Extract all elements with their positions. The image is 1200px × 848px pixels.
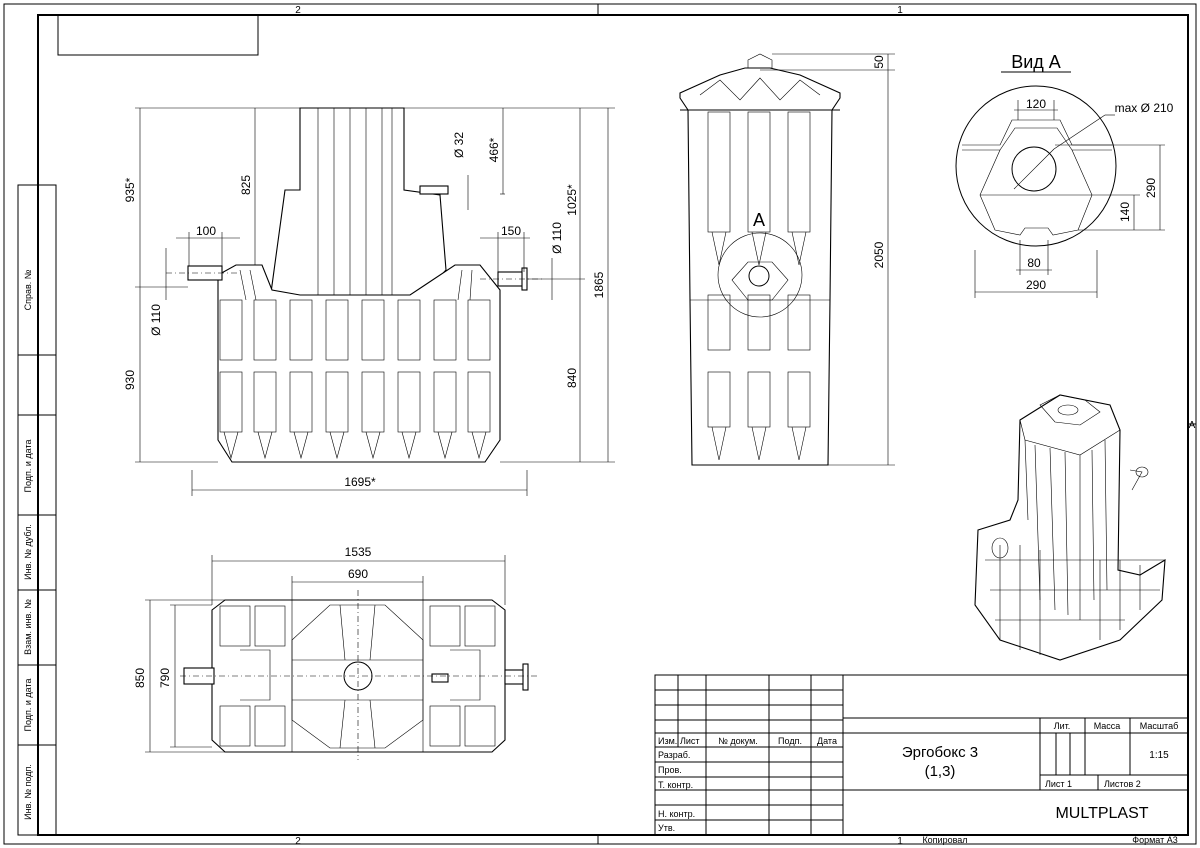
dim-790: 790 xyxy=(158,668,172,688)
dim-d110-right: Ø 110 xyxy=(550,222,564,254)
dim-d110-left: Ø 110 xyxy=(149,304,163,336)
role-prov: Пров. xyxy=(658,765,682,775)
dim-150: 150 xyxy=(501,224,521,238)
strip-label-vzam: Взам. инв. № xyxy=(23,599,33,655)
format-label: Формат А3 xyxy=(1132,835,1177,845)
header-list: Лист xyxy=(680,736,700,746)
detail-view-dimensions xyxy=(974,100,1165,298)
scale-label: Масштаб xyxy=(1140,721,1179,731)
side-view-dimensions xyxy=(760,53,895,466)
front-view-dimensions xyxy=(135,107,615,496)
mass-label: Масса xyxy=(1094,721,1121,731)
header-data: Дата xyxy=(817,736,837,746)
dim-935: 935* xyxy=(123,177,137,202)
dim-1535: 1535 xyxy=(345,545,372,559)
dim-290-vertical: 290 xyxy=(1144,178,1158,198)
header-izm: Изм. xyxy=(658,736,677,746)
zone-right-a: A xyxy=(1189,420,1196,431)
side-view xyxy=(679,53,841,466)
product-variant: (1,3) xyxy=(925,763,956,780)
dim-930: 930 xyxy=(123,370,137,390)
dim-2050: 2050 xyxy=(872,241,886,268)
dim-840: 840 xyxy=(565,368,579,388)
zone-top-1: 1 xyxy=(897,5,903,16)
front-view xyxy=(166,107,545,463)
role-utv: Утв. xyxy=(658,823,675,833)
lit-label: Лит. xyxy=(1054,721,1071,731)
strip-label-sprav: Справ. № xyxy=(23,269,33,310)
section-mark-a: A xyxy=(753,210,765,230)
dim-1695: 1695* xyxy=(344,475,376,489)
dim-825: 825 xyxy=(239,175,253,195)
dim-80: 80 xyxy=(1027,256,1041,270)
dim-max-d210: max Ø 210 xyxy=(1115,101,1174,115)
plan-view xyxy=(180,590,540,760)
dim-466: 466* xyxy=(487,137,501,162)
dim-290-horizontal: 290 xyxy=(1026,278,1046,292)
plan-view-dimensions xyxy=(145,555,506,753)
dim-850: 850 xyxy=(133,668,147,688)
scale-value: 1:15 xyxy=(1149,750,1169,761)
sheets-label: Листов 2 xyxy=(1104,779,1141,789)
dim-100: 100 xyxy=(196,224,216,238)
role-razrab: Разраб. xyxy=(658,750,690,760)
dim-140: 140 xyxy=(1118,202,1132,222)
dim-1865: 1865 xyxy=(592,271,606,298)
title-block-lines xyxy=(654,674,1189,836)
strip-label-podp-2: Подп. и дата xyxy=(23,678,33,731)
dim-50: 50 xyxy=(872,55,886,69)
zone-bottom-1: 1 xyxy=(897,836,903,847)
isometric-view xyxy=(974,394,1166,661)
header-podp: Подп. xyxy=(778,736,802,746)
role-n-kontr: Н. контр. xyxy=(658,809,695,819)
strip-label-podp-1: Подп. и дата xyxy=(23,439,33,492)
strip-label-inv-podp: Инв. № подп. xyxy=(23,764,33,820)
dim-d32: Ø 32 xyxy=(452,132,466,158)
sheet-label: Лист 1 xyxy=(1045,779,1072,789)
detail-view-title: Вид А xyxy=(1011,52,1061,72)
product-name: Эргобокс 3 xyxy=(902,744,978,761)
strip-label-inv-dubl: Инв. № дубл. xyxy=(23,524,33,580)
dim-690: 690 xyxy=(348,567,368,581)
dim-1025: 1025* xyxy=(565,184,579,216)
zone-top-2: 2 xyxy=(295,5,301,16)
company-name: MULTPLAST xyxy=(1055,805,1148,822)
zone-bottom-2: 2 xyxy=(295,836,301,847)
side-strip xyxy=(17,184,57,836)
dim-120: 120 xyxy=(1026,97,1046,111)
role-t-kontr: Т. контр. xyxy=(658,780,693,790)
header-dokum: № докум. xyxy=(718,736,758,746)
copied-label: Копировал xyxy=(922,835,967,845)
